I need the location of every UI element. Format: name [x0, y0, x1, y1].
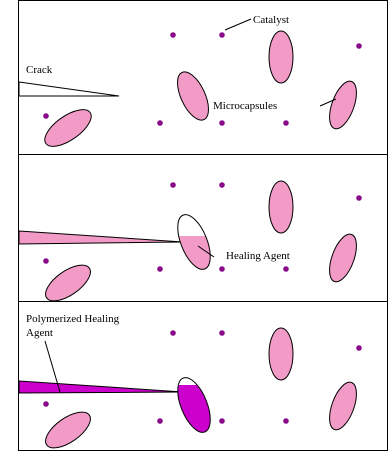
- panel-polymerized: Polymerized Healing Agent: [19, 302, 388, 451]
- catalyst-dot: [219, 182, 225, 188]
- catalyst-dot: [283, 266, 289, 272]
- catalyst-label: Catalyst: [253, 14, 289, 26]
- microcapsule: [171, 67, 215, 124]
- catalyst-dot: [219, 266, 225, 272]
- crack: [19, 82, 119, 96]
- microcapsules-label: Microcapsules: [213, 100, 277, 112]
- catalyst-dot: [283, 120, 289, 126]
- polymerized-label-line1: Polymerized Healing: [26, 313, 120, 325]
- microcapsule: [40, 258, 96, 307]
- microcapsule: [40, 405, 96, 451]
- microcapsule: [39, 103, 97, 154]
- catalyst-dot: [170, 182, 176, 188]
- catalyst-dot: [219, 330, 225, 336]
- crack-label: Crack: [26, 64, 53, 76]
- catalyst-dot: [170, 330, 176, 336]
- catalyst-dot: [356, 43, 362, 49]
- catalyst-dot: [157, 120, 163, 126]
- panel-intact: Catalyst Crack Microcapsules: [19, 1, 388, 155]
- catalyst-dot: [356, 195, 362, 201]
- polymerized-label-line2: Agent: [26, 327, 53, 339]
- microcapsule: [324, 78, 362, 133]
- catalyst-dot: [170, 32, 176, 38]
- catalyst-leader: [225, 19, 251, 30]
- microcapsule: [324, 231, 362, 286]
- catalyst-dot: [157, 418, 163, 424]
- catalyst-dot: [219, 418, 225, 424]
- catalyst-dot: [157, 266, 163, 272]
- catalyst-dot: [283, 418, 289, 424]
- catalyst-dot: [219, 32, 225, 38]
- ruptured-capsule: [170, 210, 220, 281]
- microcapsule: [324, 379, 362, 434]
- healing-agent-label: Healing Agent: [226, 250, 290, 262]
- catalyst-dot: [219, 120, 225, 126]
- catalyst-dot: [43, 258, 49, 264]
- crack-healing-agent: [19, 231, 183, 244]
- ruptured-capsule-polymerized: [170, 373, 220, 445]
- catalyst-dot: [43, 401, 49, 407]
- panel-crack-ruptures-capsule: Healing Agent: [19, 155, 388, 308]
- microcapsule: [269, 181, 293, 233]
- catalyst-dot: [356, 345, 362, 351]
- catalyst-dot: [43, 113, 49, 119]
- microcapsule: [269, 328, 293, 380]
- crack-polymerized-agent: [19, 381, 183, 393]
- microcapsule: [269, 31, 293, 83]
